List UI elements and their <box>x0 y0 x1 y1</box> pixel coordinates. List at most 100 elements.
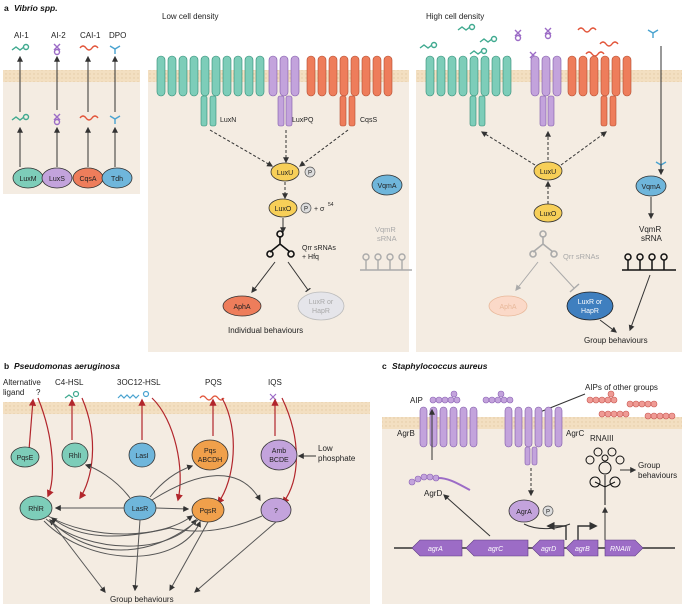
lasr-label: LasR <box>132 506 148 513</box>
arrow <box>443 494 491 537</box>
phospho-arrows-low <box>209 129 349 200</box>
agr-operon <box>411 539 644 557</box>
alt-ligand-label-2: ligand <box>3 388 24 397</box>
gene-agrd <box>531 539 565 557</box>
phosphate-icon <box>304 166 316 178</box>
gene-agrd-label: agrD <box>541 546 556 553</box>
ai-label-1: AI-1 <box>14 31 29 40</box>
qrr-label-2: + Hfq <box>302 254 319 261</box>
vqmr-label-low-1: VqmR <box>375 225 396 234</box>
group-label-c-2: behaviours <box>638 471 677 480</box>
luxpq-receptor-high <box>530 55 562 127</box>
apha-protein-high <box>488 295 528 317</box>
lasi-enzyme <box>128 442 156 468</box>
agrc-label: AgrC <box>566 429 584 438</box>
apha-protein-low <box>222 295 262 317</box>
low-density-cell <box>148 70 409 352</box>
iqs-molecule-icon <box>269 393 277 401</box>
qrr-label-1: Qrr sRNAs <box>302 245 336 252</box>
agrb-transporter <box>419 406 478 448</box>
vqmr-srna-icon-high <box>622 253 676 271</box>
pqsabcdh-enzyme <box>191 439 229 471</box>
agrb-label: AgrB <box>397 429 415 438</box>
luxu-protein-high <box>533 161 563 181</box>
luxm-label: LuxM <box>19 176 36 183</box>
qrr-srna-icon <box>266 230 295 258</box>
dpo-inside-icon <box>109 115 121 124</box>
luxo-label-low: LuxO <box>275 206 292 213</box>
luxr-label-high-1: LuxR or <box>578 299 603 306</box>
gene-agrc <box>465 539 529 557</box>
pqse-label: PqsE <box>17 455 34 462</box>
luxs-enzyme <box>41 167 73 189</box>
alt-ligand-label-1: Alternative <box>3 378 41 387</box>
luxo-protein-high <box>533 203 563 223</box>
vqmr-label-low-2: sRNA <box>377 234 397 243</box>
lasi-label: LasI <box>135 453 148 460</box>
gene-agra <box>411 539 463 557</box>
panel-b-letter: b <box>4 361 9 371</box>
tdh-enzyme <box>101 167 133 189</box>
panel-c-letter: c <box>382 361 387 371</box>
aip-label: AIP <box>410 396 423 405</box>
3oc12-hsl-label: 3OC12-HSL <box>117 378 161 387</box>
rnaiii-structure-icon <box>585 447 625 505</box>
cai-1-inside-icon <box>79 115 99 121</box>
low-density-title: Low cell density <box>162 12 218 21</box>
rnaiii-label: RNAIII <box>590 434 614 443</box>
luxo-protein-low <box>268 198 298 218</box>
apha-label-high: AphA <box>499 304 516 311</box>
p2-promoter-icon <box>546 521 567 540</box>
group-behaviours-label-b: Group behaviours <box>110 595 174 604</box>
rhlr-label: RhlR <box>28 506 44 513</box>
signal-export-arrows <box>28 397 297 505</box>
agra-binding-line <box>523 523 571 530</box>
rhli-enzyme <box>61 442 89 468</box>
inhibition-line <box>287 261 311 293</box>
ai-2-molecule-icon <box>53 43 61 56</box>
group-label-c-1: Group <box>638 461 661 470</box>
c4-hsl-label: C4-HSL <box>55 378 84 387</box>
vqma-protein-low <box>371 174 403 196</box>
luxr-label-low-2: HapR <box>312 308 330 315</box>
gene-agra-label: agrA <box>428 546 443 553</box>
pqs-enzyme-label-2: ABCDH <box>198 457 223 464</box>
3oc12-hsl-molecule-icon <box>117 390 150 399</box>
cqss-label-low: CqsS <box>360 117 377 124</box>
cqss-receptor-low <box>306 55 393 127</box>
luxr-label-low-1: LuxR or <box>309 299 334 306</box>
low-phosphate-label-2: phosphate <box>318 454 356 463</box>
pqsr-label: PqsR <box>199 508 216 515</box>
amb-label-2: BCDE <box>269 457 289 464</box>
arrow <box>628 274 651 332</box>
panel-b: b Pseudomonas aeruginosa Alternative lig… <box>3 361 370 604</box>
inhibition-line <box>549 261 575 289</box>
ai-label-2: AI-2 <box>51 31 66 40</box>
qrr-srna-icon-grey <box>529 230 558 258</box>
panel-b-organism: Pseudomonas aeruginosa <box>14 361 120 371</box>
panel-a-organism: Vibrio spp. <box>14 3 58 13</box>
luxu-label-high: LuxU <box>540 169 556 176</box>
aip-peptide-icon <box>429 390 514 404</box>
sigma-superscript: 54 <box>328 202 334 208</box>
ambbcde-enzyme <box>260 439 298 471</box>
ai-1-molecule-icon <box>11 43 30 51</box>
phosphate-label: P <box>546 510 550 516</box>
phospho-arrows-high <box>480 130 607 204</box>
gene-agrc-label: agrC <box>488 546 504 553</box>
gene-rnaiii-label: RNAIII <box>610 546 631 553</box>
luxn-label-low: LuxN <box>220 117 236 124</box>
agrd-label: AgrD <box>424 489 442 498</box>
arrow <box>515 261 539 291</box>
ai-label-4: DPO <box>109 31 126 40</box>
regulatory-network-arrows <box>43 463 277 593</box>
cqss-receptor-high <box>567 55 632 127</box>
panel-a: a Vibrio spp. Low cell density High cell… <box>3 3 682 352</box>
agrd-tail <box>437 477 471 491</box>
cytoplasm <box>148 82 409 352</box>
luxs-label: LuxS <box>49 176 65 183</box>
phosphate-icon <box>542 505 554 517</box>
tdh-label: Tdh <box>111 176 123 183</box>
vqmr-label-high-2: sRNA <box>641 234 663 243</box>
phosphate-icon <box>300 202 312 214</box>
